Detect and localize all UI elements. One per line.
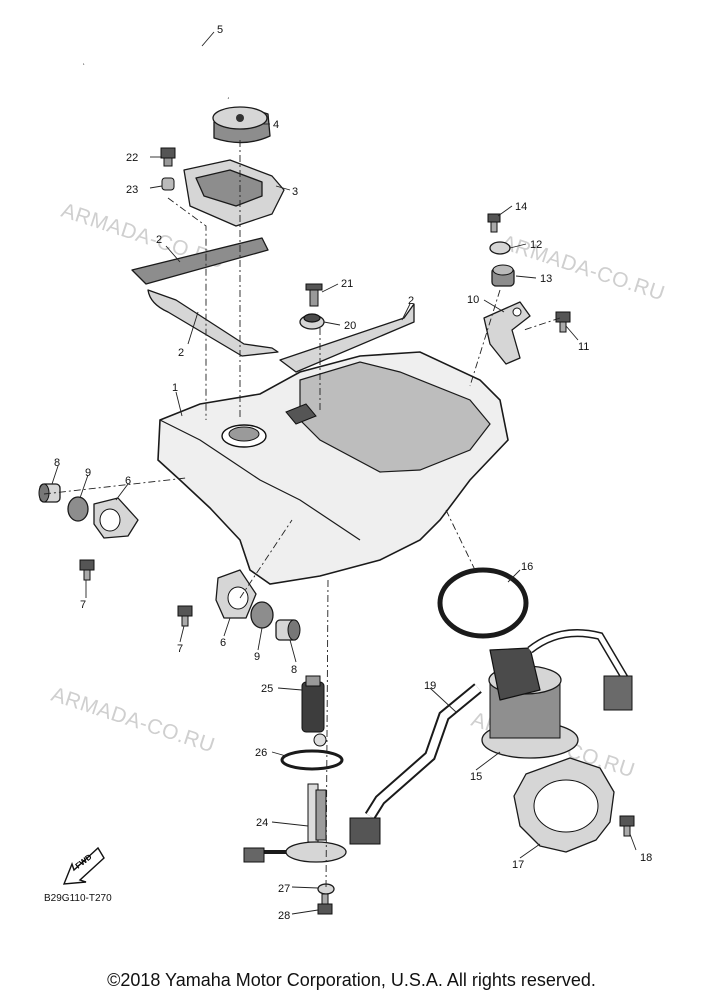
- callout-2: 2: [156, 234, 162, 246]
- fwd-arrow-icon: FWD: [62, 846, 105, 885]
- rubber-strap-lower: [147, 289, 279, 357]
- watermark: ARMADA-CO.RU: [498, 231, 667, 306]
- fuel-hose: [349, 683, 482, 845]
- tank-cover: [183, 159, 285, 227]
- callout-13: 13: [540, 273, 552, 285]
- rubber-strap-right: [279, 303, 415, 373]
- callout-18: 18: [640, 852, 652, 864]
- copyright-notice: ©2018 Yamaha Motor Corporation, U.S.A. A…: [107, 970, 596, 990]
- fuel-gauge-sender-assembly: [243, 783, 347, 863]
- tank-cap-damper: [212, 106, 271, 144]
- callout-17: 17: [512, 859, 524, 871]
- fuel-pump-gasket: [437, 567, 529, 639]
- bolt: [487, 213, 501, 233]
- callout-20: 20: [344, 320, 356, 332]
- callout-8: 8: [291, 664, 297, 676]
- sender-gasket: [280, 749, 344, 771]
- callout-14: 14: [515, 201, 527, 213]
- breather-hose: [83, 35, 229, 99]
- bolt: [317, 893, 333, 915]
- callout-2: 2: [178, 347, 184, 359]
- callout-1: 1: [172, 382, 178, 394]
- grommet: [299, 313, 325, 330]
- callout-16: 16: [521, 561, 533, 573]
- callout-25: 25: [261, 683, 273, 695]
- screw: [305, 283, 323, 307]
- callout-labels: 5 4 3 22 23 2 2 2 1 21 20 14 12 13 10 11…: [54, 24, 652, 922]
- callout-24: 24: [256, 817, 268, 829]
- hose-fitting: [275, 619, 301, 641]
- callout-3: 3: [292, 186, 298, 198]
- diagram-code: B29G110-T270: [44, 893, 112, 904]
- callout-6: 6: [220, 637, 226, 649]
- callout-9: 9: [85, 467, 91, 479]
- pump-retainer-plate: [513, 757, 615, 853]
- leader-lines: [51, 31, 637, 915]
- callout-2: 2: [408, 295, 414, 307]
- callout-7: 7: [177, 643, 183, 655]
- callout-9: 9: [254, 651, 260, 663]
- collar: [161, 177, 175, 191]
- callout-21: 21: [341, 278, 353, 290]
- callout-22: 22: [126, 152, 138, 164]
- washer: [489, 241, 511, 255]
- callout-8: 8: [54, 457, 60, 469]
- callout-26: 26: [255, 747, 267, 759]
- callout-12: 12: [530, 239, 542, 251]
- bolt: [619, 815, 635, 837]
- bolt: [555, 311, 571, 333]
- bolt: [79, 559, 95, 581]
- fuel-pump: [481, 629, 633, 759]
- tank-bracket: [483, 301, 531, 365]
- fitting-flange: [93, 497, 139, 539]
- alignment-lines: [43, 140, 561, 891]
- fitting-flange: [215, 569, 257, 619]
- fuel-tank: [157, 351, 509, 585]
- rubber-strap-upper: [131, 237, 269, 285]
- callout-4: 4: [273, 119, 279, 131]
- callout-10: 10: [467, 294, 479, 306]
- callout-6: 6: [125, 475, 131, 487]
- damper: [491, 264, 515, 287]
- callout-19: 19: [424, 680, 436, 692]
- fuel-sender-unit: [301, 675, 327, 747]
- callout-11: 11: [578, 341, 589, 353]
- watermark: ARMADA-CO.RU: [48, 683, 217, 758]
- bolt: [177, 605, 193, 627]
- callout-28: 28: [278, 910, 290, 922]
- callout-7: 7: [80, 599, 86, 611]
- callout-5: 5: [217, 24, 223, 36]
- callout-27: 27: [278, 883, 290, 895]
- o-ring: [67, 496, 89, 522]
- callout-15: 15: [470, 771, 482, 783]
- bolt: [160, 147, 176, 167]
- o-ring: [250, 601, 274, 629]
- callout-23: 23: [126, 184, 138, 196]
